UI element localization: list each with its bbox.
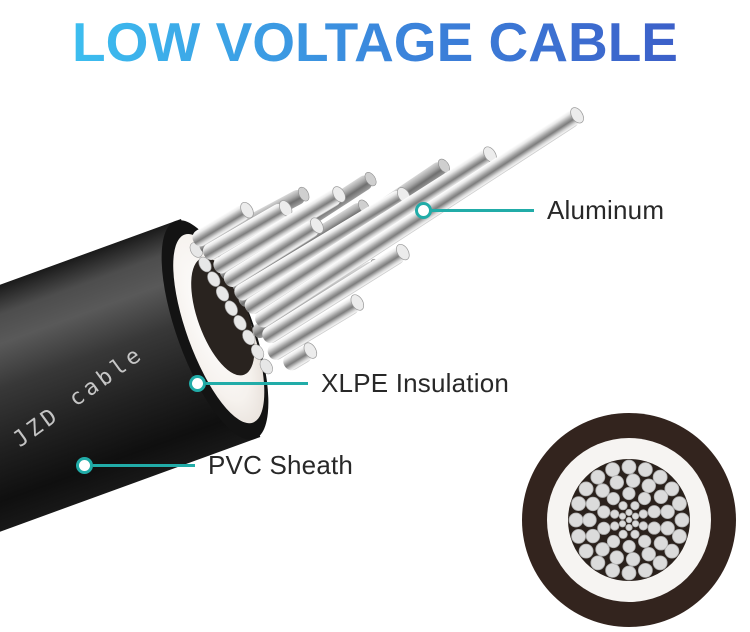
cross-section-strand	[641, 547, 656, 562]
strand-rod	[283, 342, 318, 371]
cross-section-strand	[638, 521, 648, 531]
cross-section-strand	[585, 528, 601, 544]
cross-section-strand	[637, 462, 653, 477]
cross-section-strand	[571, 496, 586, 512]
cross-section-strand	[595, 483, 610, 498]
cross-section-strand	[590, 555, 606, 571]
cross-section-strand	[653, 489, 669, 505]
callout-aluminum: Aluminum	[415, 194, 664, 226]
callout-label: PVC Sheath	[208, 449, 354, 480]
cross-section-strand	[605, 563, 621, 578]
callout-line	[93, 463, 195, 467]
cross-section-strand	[638, 509, 648, 519]
cross-section-strand	[622, 539, 636, 554]
cross-section-strand	[637, 491, 652, 506]
cross-section-strand	[660, 521, 675, 536]
cross-section-strand	[647, 521, 661, 535]
cross-section-strand	[618, 520, 627, 528]
cross-section-strand	[664, 543, 680, 559]
callout-dot-icon	[415, 201, 432, 219]
cross-section-strand	[672, 528, 687, 544]
cross-section-strand	[568, 512, 584, 528]
cross-section-strand	[578, 481, 594, 497]
cross-section-strand	[625, 523, 633, 532]
cross-section-strand	[674, 512, 690, 528]
cross-section-strand	[625, 516, 633, 524]
callout-xlpe-insulation: XLPE Insulation	[189, 367, 509, 399]
callout-line	[432, 208, 534, 212]
cross-section-strand	[638, 534, 652, 548]
callout-label: Aluminum	[547, 194, 665, 225]
strand-rod	[262, 243, 410, 344]
strand-rod	[213, 186, 346, 274]
cross-section-strand	[605, 462, 621, 477]
cross-section-strand	[625, 552, 641, 567]
strand-rod	[202, 200, 293, 260]
callout-dot-icon	[76, 456, 93, 474]
cross-section-strand	[578, 543, 594, 559]
pvc-sheath-body	[0, 218, 261, 632]
conductor-core	[191, 257, 255, 376]
cross-section-strand	[641, 478, 656, 494]
callout-dot-icon	[189, 374, 206, 392]
callout-line	[206, 381, 308, 385]
cross-section-strand	[622, 486, 636, 501]
cross-section-strand	[621, 565, 637, 581]
cross-section-strand	[618, 512, 627, 520]
strand-rod	[223, 217, 324, 287]
cross-section-strand	[647, 505, 661, 519]
cable-sheath	[0, 218, 269, 632]
callout-pvc-sheath: PVC Sheath	[76, 449, 353, 481]
cross-section-strand	[609, 550, 624, 565]
cross-section-strand	[631, 520, 640, 528]
cross-section-strand	[606, 492, 620, 506]
cross-section-strand	[630, 501, 640, 511]
strand-rod	[192, 201, 254, 247]
cross-section-strand	[660, 504, 675, 520]
cross-section-strand	[597, 505, 611, 519]
cross-section-strand	[631, 512, 640, 520]
cross-section-strand	[610, 509, 620, 519]
page-title: LOW VOLTAGE CABLE	[0, 12, 750, 73]
cross-section-strand	[609, 475, 625, 490]
callout-label: XLPE Insulation	[321, 367, 510, 398]
cross-section-strand	[618, 501, 628, 511]
cross-section-strand	[625, 473, 641, 488]
strand-rod	[255, 107, 584, 328]
aluminum-strands	[189, 107, 584, 375]
cross-section-strand	[652, 469, 668, 485]
cross-section-strand	[625, 508, 633, 517]
strand-rod	[267, 294, 365, 360]
cross-section-strand	[653, 536, 669, 551]
cross-section-strand	[606, 534, 621, 549]
cross-section-strand	[652, 555, 668, 571]
cross-section-strand	[610, 521, 620, 531]
cross-section-strand	[664, 481, 680, 497]
cross-section-strand	[618, 529, 628, 539]
cross-section-strand	[582, 512, 597, 528]
cross-section-strand	[637, 563, 653, 578]
cross-section-strand	[585, 496, 601, 512]
cross-section-strand	[590, 469, 606, 485]
cross-section-strand	[597, 521, 611, 535]
cross-section-strand	[672, 496, 687, 512]
cross-section-strand	[621, 459, 637, 475]
cross-section-strand	[571, 528, 586, 544]
cable-cross-section	[522, 413, 736, 627]
cross-section-strand	[630, 529, 640, 539]
cross-section-strand	[595, 542, 610, 557]
